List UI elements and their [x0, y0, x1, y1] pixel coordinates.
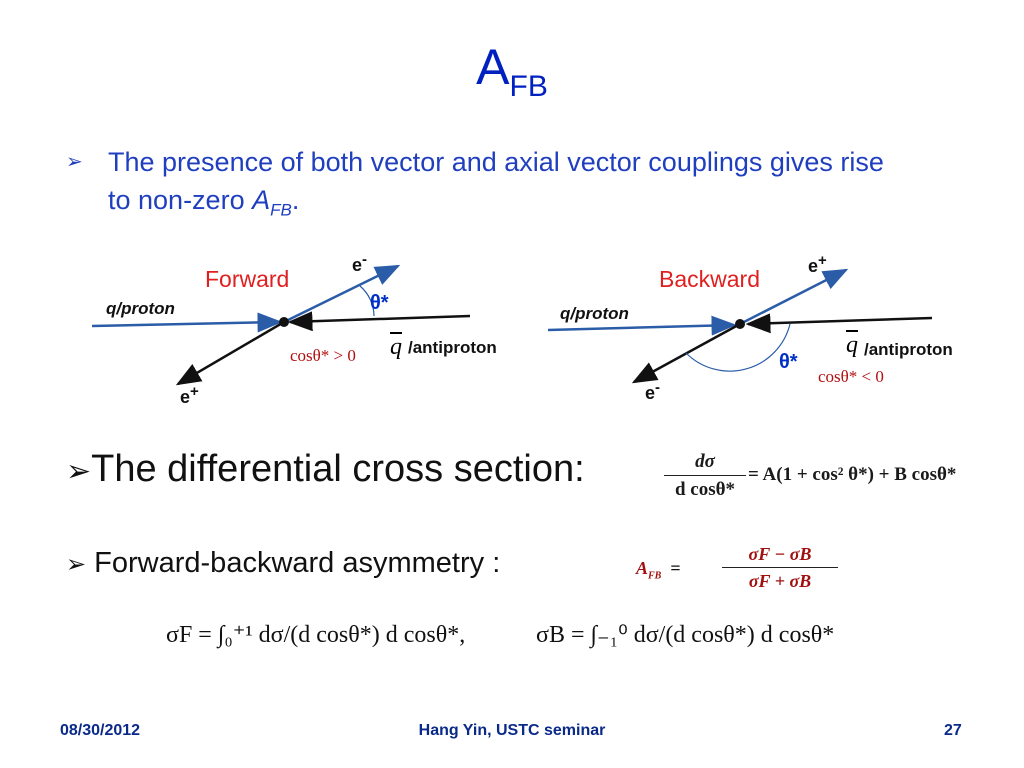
backward-proton-label: q/proton	[560, 304, 629, 323]
bullet1-line2: to non-zero AFB.	[108, 185, 300, 220]
backward-electron-arrow	[631, 322, 741, 384]
backward-theta: θ*	[779, 351, 798, 373]
sigma-b-integral: σB = ∫₋₁⁰ dσ/(d cosθ*) d cosθ*	[536, 622, 835, 648]
forward-theta: θ*	[370, 292, 389, 314]
footer-center: Hang Yin, USTC seminar	[418, 722, 606, 739]
footer-date: 08/30/2012	[60, 722, 141, 739]
bullet-differential: ➢The differential cross section:	[66, 448, 585, 490]
formula-num: dσ	[695, 451, 715, 472]
forward-qbar: q	[390, 334, 402, 360]
backward-qbar: q	[846, 332, 858, 358]
forward-vertex	[279, 317, 289, 327]
bullet-arrow-icon: ➢	[66, 151, 83, 173]
backward-antiproton-arrow	[745, 313, 933, 334]
bullet-asymmetry: ➢ Forward-backward asymmetry :	[66, 547, 501, 579]
sigma-f-integral: σF = ∫₀⁺¹ dσ/(d cosθ*) d cosθ*,	[166, 622, 466, 648]
formula-rhs: = A(1 + cos² θ*) + B cosθ*	[748, 464, 957, 485]
forward-electron-arrow	[283, 264, 401, 324]
formula-den: d cosθ*	[674, 479, 736, 500]
forward-proton-arrow	[91, 312, 283, 333]
backward-condition: cosθ* < 0	[818, 367, 884, 386]
afb-fraction-bar	[722, 567, 838, 568]
bullet1-line1: The presence of both vector and axial ve…	[108, 147, 884, 177]
backward-proton-arrow	[547, 315, 737, 336]
backward-label: Backward	[659, 266, 760, 292]
slide-title: AFB	[476, 39, 548, 103]
forward-label: Forward	[205, 266, 290, 292]
bullet-arrow-icon: ➢	[66, 551, 87, 578]
afb-den: σF + σB	[748, 571, 812, 591]
forward-e-top: e-	[352, 251, 368, 275]
backward-antiproton-label: /antiproton	[864, 340, 953, 359]
backward-angle-arc	[685, 323, 791, 372]
bullet-arrow-icon: ➢	[66, 455, 92, 488]
backward-e-bottom: e-	[645, 379, 661, 403]
forward-e-bottom: e+	[180, 383, 199, 407]
forward-angle-arc	[359, 285, 375, 317]
forward-antiproton-arrow	[287, 311, 471, 332]
afb-num: σF − σB	[748, 544, 812, 564]
backward-positron-arrow	[739, 268, 849, 326]
backward-e-top: e+	[808, 252, 827, 276]
forward-condition: cosθ* > 0	[290, 346, 356, 365]
forward-proton-label: q/proton	[106, 299, 175, 318]
forward-positron-arrow	[175, 320, 285, 386]
afb-lhs: AFB =	[636, 558, 681, 582]
forward-diagram-lines	[91, 264, 933, 386]
footer-page: 27	[944, 722, 962, 739]
formula-fraction-bar	[664, 475, 746, 476]
forward-antiproton-label: /antiproton	[408, 338, 497, 357]
backward-vertex	[735, 319, 745, 329]
